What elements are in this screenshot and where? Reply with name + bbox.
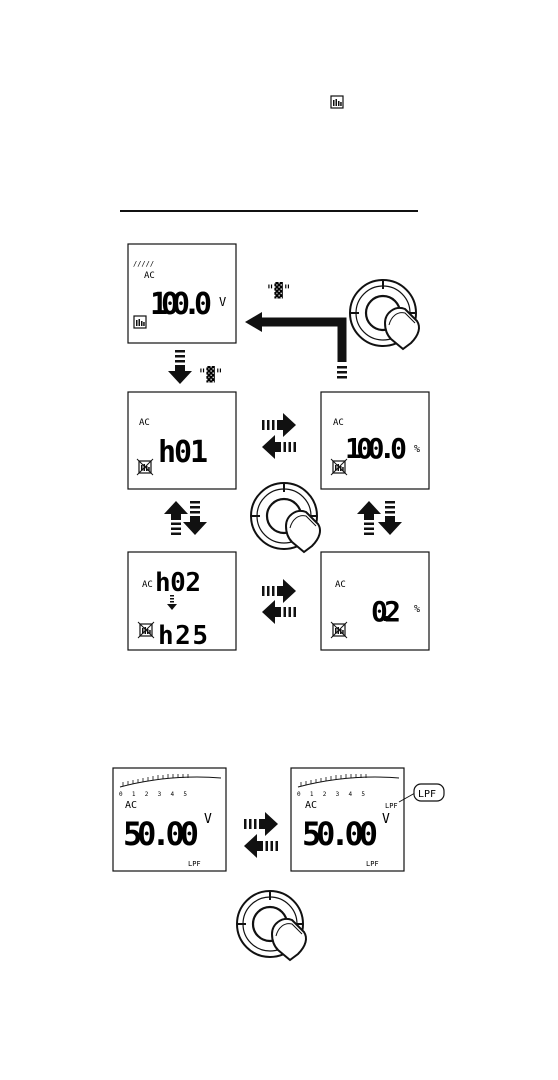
mode-label: AC xyxy=(144,271,155,281)
reading-value: 100.0 xyxy=(150,287,212,322)
lcd-screen-voltage: ///// AC 100.0 V xyxy=(128,244,236,343)
lpf-flag: LPF xyxy=(385,802,398,810)
arrow-dashes xyxy=(337,366,347,379)
mode-label: AC xyxy=(335,580,346,590)
button-label: "▓" xyxy=(266,281,291,299)
reading-value: h01 xyxy=(158,435,208,470)
unit-label: % xyxy=(414,444,420,455)
lcd-screen-percent-small: AC 0.2 % xyxy=(321,552,429,650)
left-arrow xyxy=(262,600,296,624)
lpf-footer: LPF xyxy=(366,860,379,868)
right-arrow xyxy=(244,812,278,836)
lcd-screen-lpf-on: 0 1 2 3 4 5 AC LPF 50.00 V LPF xyxy=(291,768,404,871)
lcd-screen-percent: AC 100.0 % xyxy=(321,392,429,489)
mode-label: AC xyxy=(305,800,317,811)
right-arrow xyxy=(262,579,296,603)
mode-label: AC xyxy=(333,418,344,428)
reading-value-bottom: h25 xyxy=(158,621,208,651)
mode-label: AC xyxy=(125,800,137,811)
rotary-switch-icon xyxy=(251,483,320,552)
lcd-screen-h01: AC h01 xyxy=(128,392,236,489)
down-arrow xyxy=(183,501,207,535)
lcd-screen-h02-h25: AC h02 h25 xyxy=(128,552,236,651)
lcd-screen-lpf-off: 0 1 2 3 4 5 AC 50.00 V LPF xyxy=(113,768,226,871)
bar-graph-off-icon xyxy=(137,459,153,475)
unit-label: % xyxy=(414,604,420,615)
bar-graph-off-icon xyxy=(331,459,347,475)
bar-graph-off-icon xyxy=(331,622,347,638)
reading-value: 50.00 xyxy=(123,815,199,853)
bar-scale-mark: ///// xyxy=(133,260,154,268)
mode-label: AC xyxy=(139,418,150,428)
lpf-footer: LPF xyxy=(188,860,201,868)
reading-value: 50.00 xyxy=(302,815,378,853)
unit-label: V xyxy=(382,812,390,827)
right-arrow xyxy=(262,413,296,437)
up-arrow xyxy=(164,501,188,535)
down-arrow xyxy=(168,350,192,384)
left-arrow xyxy=(262,435,296,459)
button-label: "▓" xyxy=(198,365,223,383)
reading-value-top: h02 xyxy=(155,568,201,598)
arrow-head xyxy=(245,312,262,332)
bar-graph-icon xyxy=(331,96,343,108)
mode-label: AC xyxy=(142,580,153,590)
reading-value: 0.2 xyxy=(371,595,401,628)
return-arrow xyxy=(262,322,342,362)
reading-value: 100.0 xyxy=(345,432,407,465)
up-arrow xyxy=(357,501,381,535)
down-arrow xyxy=(378,501,402,535)
rotary-switch-icon xyxy=(350,280,419,349)
unit-label: V xyxy=(219,295,226,309)
bar-graph-off-icon xyxy=(138,622,154,638)
lpf-callout-text: LPF xyxy=(418,789,436,800)
rotary-switch-icon xyxy=(237,891,306,960)
unit-label: V xyxy=(204,812,212,827)
left-arrow xyxy=(244,834,278,858)
